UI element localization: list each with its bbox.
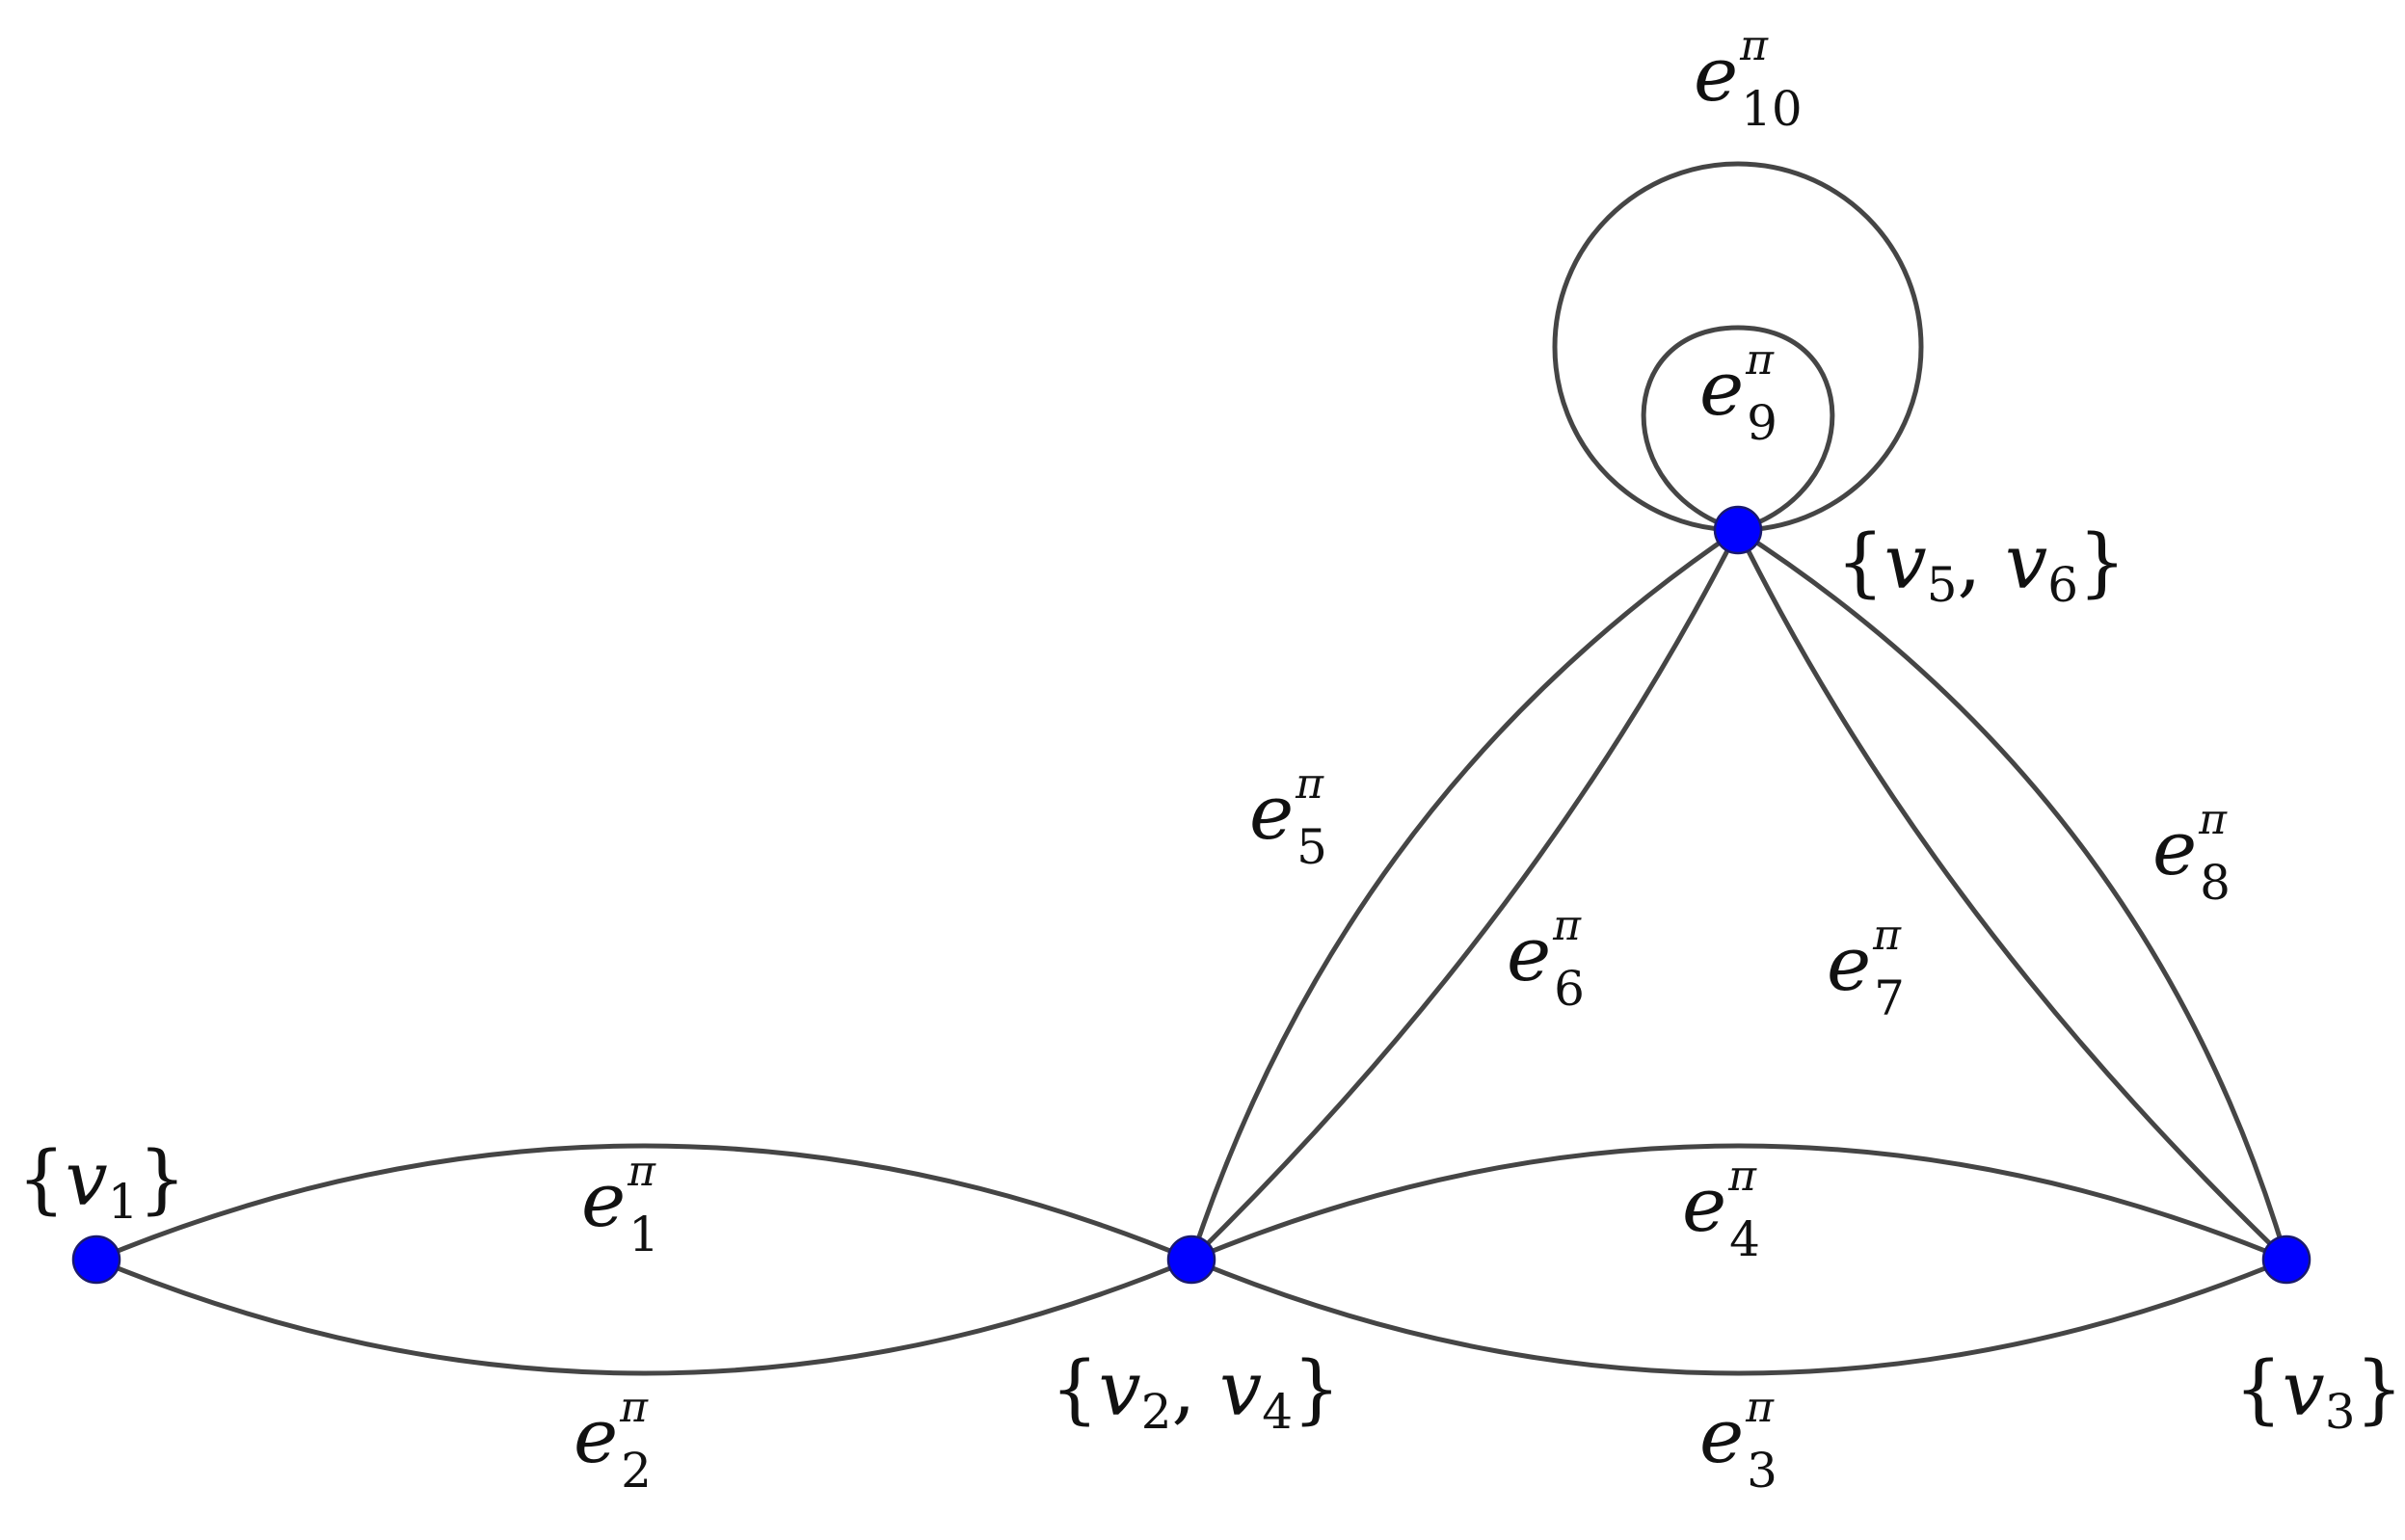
- vertex-n3: [2261, 1235, 2311, 1285]
- edge-e8: [1736, 527, 2289, 1261]
- vertex-label-n24: {v2, v4}: [1051, 1346, 1341, 1440]
- vertex-labels: {v1} {v2, v4} {v3} {v5, v6}: [17, 519, 2403, 1440]
- vertex-n56: [1713, 505, 1763, 555]
- edges: [95, 161, 2289, 1376]
- edge-e2: [95, 1257, 1192, 1376]
- vertex-label-n3: {v3}: [2234, 1346, 2403, 1440]
- edge-e9: [1641, 325, 1835, 533]
- edge-e1: [95, 1143, 1192, 1262]
- nodes: [71, 505, 2311, 1285]
- edge-e5: [1189, 527, 1740, 1261]
- vertex-label-n56: {v5, v6}: [1836, 519, 2126, 613]
- edge-e3: [1190, 1257, 2287, 1376]
- vertex-label-n1: {v1}: [17, 1136, 186, 1230]
- edge-e6: [1189, 528, 1741, 1261]
- edge-e7: [1735, 528, 2288, 1261]
- vertex-n24: [1166, 1235, 1216, 1285]
- vertex-n1: [71, 1235, 121, 1285]
- edge-e4: [1190, 1143, 2287, 1262]
